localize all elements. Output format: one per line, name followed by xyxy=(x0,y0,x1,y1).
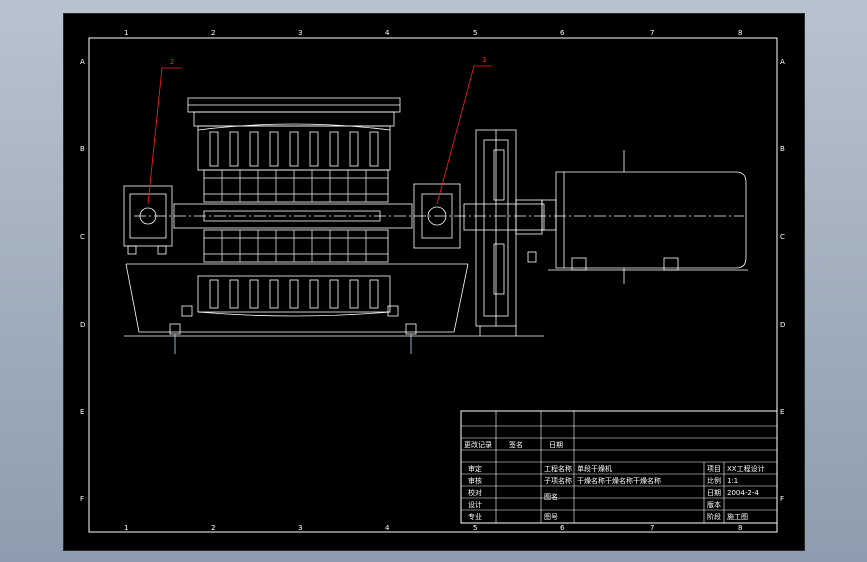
tb-right-value: 2004-2-4 xyxy=(727,489,759,497)
upper-vanes xyxy=(209,131,379,167)
grid-col-label: 8 xyxy=(738,29,742,37)
column-labels-top: 1 2 3 4 5 6 7 8 xyxy=(124,29,742,37)
motor-flange xyxy=(541,199,557,231)
grid-col-label: 5 xyxy=(473,524,477,532)
tb-right-label: 版本 xyxy=(707,500,721,509)
lower-rotor xyxy=(203,229,389,263)
callouts: 2 1 xyxy=(147,56,492,205)
grid-col-label: 7 xyxy=(650,524,654,532)
grid-col-label: 5 xyxy=(473,29,477,37)
callout-leader-2 xyxy=(147,67,182,205)
tb-drawing-title-label: 图名 xyxy=(544,492,558,501)
tb-right-label: 日期 xyxy=(707,489,721,497)
grid-col-label: 3 xyxy=(298,524,302,532)
grid-row-label: F xyxy=(780,495,784,503)
callout-leader-1 xyxy=(436,65,492,205)
grid-row-label: A xyxy=(780,58,785,66)
upper-rotor xyxy=(203,169,389,203)
grid-row-label: A xyxy=(80,58,85,66)
base-frame xyxy=(125,263,469,333)
column-labels-bottom: 1 2 3 4 5 6 7 8 xyxy=(124,524,742,532)
grid-col-label: 4 xyxy=(385,29,390,37)
tb-subitem-label: 子项名称 xyxy=(544,476,572,485)
grid-col-label: 2 xyxy=(211,524,215,532)
grid-col-label: 1 xyxy=(124,29,128,37)
cad-viewport[interactable]: 1 2 3 4 5 6 7 8 1 2 3 4 5 6 7 8 A B C D … xyxy=(63,13,805,551)
grid-col-label: 4 xyxy=(385,524,390,532)
motor-body xyxy=(555,171,747,269)
grid-col-label: 6 xyxy=(560,29,565,37)
tb-right-label: 比例 xyxy=(707,476,721,485)
sheet-border xyxy=(88,37,778,533)
row-labels-right: A B C D E F xyxy=(780,58,785,503)
tb-right-value: 1:1 xyxy=(727,477,738,485)
grid-row-label: C xyxy=(80,233,85,241)
title-block: 更改记录 签名 日期 审定 审核 校对 设计 专业 工程名称 子项名称 图名 图… xyxy=(460,410,778,524)
tb-date-header: 日期 xyxy=(549,441,563,449)
left-bearing-block xyxy=(123,185,173,247)
grid-col-label: 2 xyxy=(211,29,215,37)
tb-right-label: 阶段 xyxy=(707,512,721,521)
tb-project-name-value: 单段干燥机 xyxy=(577,464,612,473)
callout-label-2: 2 xyxy=(170,58,174,66)
grid-row-label: C xyxy=(780,233,785,241)
dryer-assembly xyxy=(123,97,748,354)
tb-drawing-no-label: 图号 xyxy=(544,513,558,521)
grid-row-label: F xyxy=(80,495,84,503)
tb-subitem-value: 干燥名称干燥名称干燥名称 xyxy=(577,476,661,485)
grid-row-label: D xyxy=(780,321,785,329)
drawing-canvas: 1 2 3 4 5 6 7 8 1 2 3 4 5 6 7 8 A B C D … xyxy=(80,29,785,533)
grid-row-label: B xyxy=(780,145,785,153)
grid-row-label: B xyxy=(80,145,85,153)
lower-housing xyxy=(197,275,391,313)
grid-row-label: E xyxy=(780,408,784,416)
tb-role: 专业 xyxy=(468,512,482,521)
grid-col-label: 3 xyxy=(298,29,302,37)
tb-right-label: 项目 xyxy=(707,465,721,473)
upper-housing xyxy=(197,125,391,171)
grid-col-label: 7 xyxy=(650,29,654,37)
grid-col-label: 6 xyxy=(560,524,565,532)
lower-vanes xyxy=(209,279,379,309)
row-labels-left: A B C D E F xyxy=(80,58,85,503)
tb-right-value: 施工图 xyxy=(727,512,748,521)
tb-right-value: XX工程设计 xyxy=(727,464,765,473)
coupling xyxy=(463,203,545,231)
tb-record-header: 更改记录 xyxy=(464,440,492,449)
grid-col-label: 1 xyxy=(124,524,128,532)
tb-role: 设计 xyxy=(468,500,482,509)
grid-row-label: D xyxy=(80,321,85,329)
grid-row-label: E xyxy=(80,408,84,416)
grid-col-label: 8 xyxy=(738,524,742,532)
tb-project-name-label: 工程名称 xyxy=(544,464,572,473)
tb-signature-header: 签名 xyxy=(509,440,523,449)
callout-label-1: 1 xyxy=(482,56,486,64)
tb-role: 审定 xyxy=(468,464,482,473)
right-bearing-block xyxy=(413,183,461,249)
tb-role: 校对 xyxy=(468,488,482,497)
tb-role: 审核 xyxy=(468,476,482,485)
